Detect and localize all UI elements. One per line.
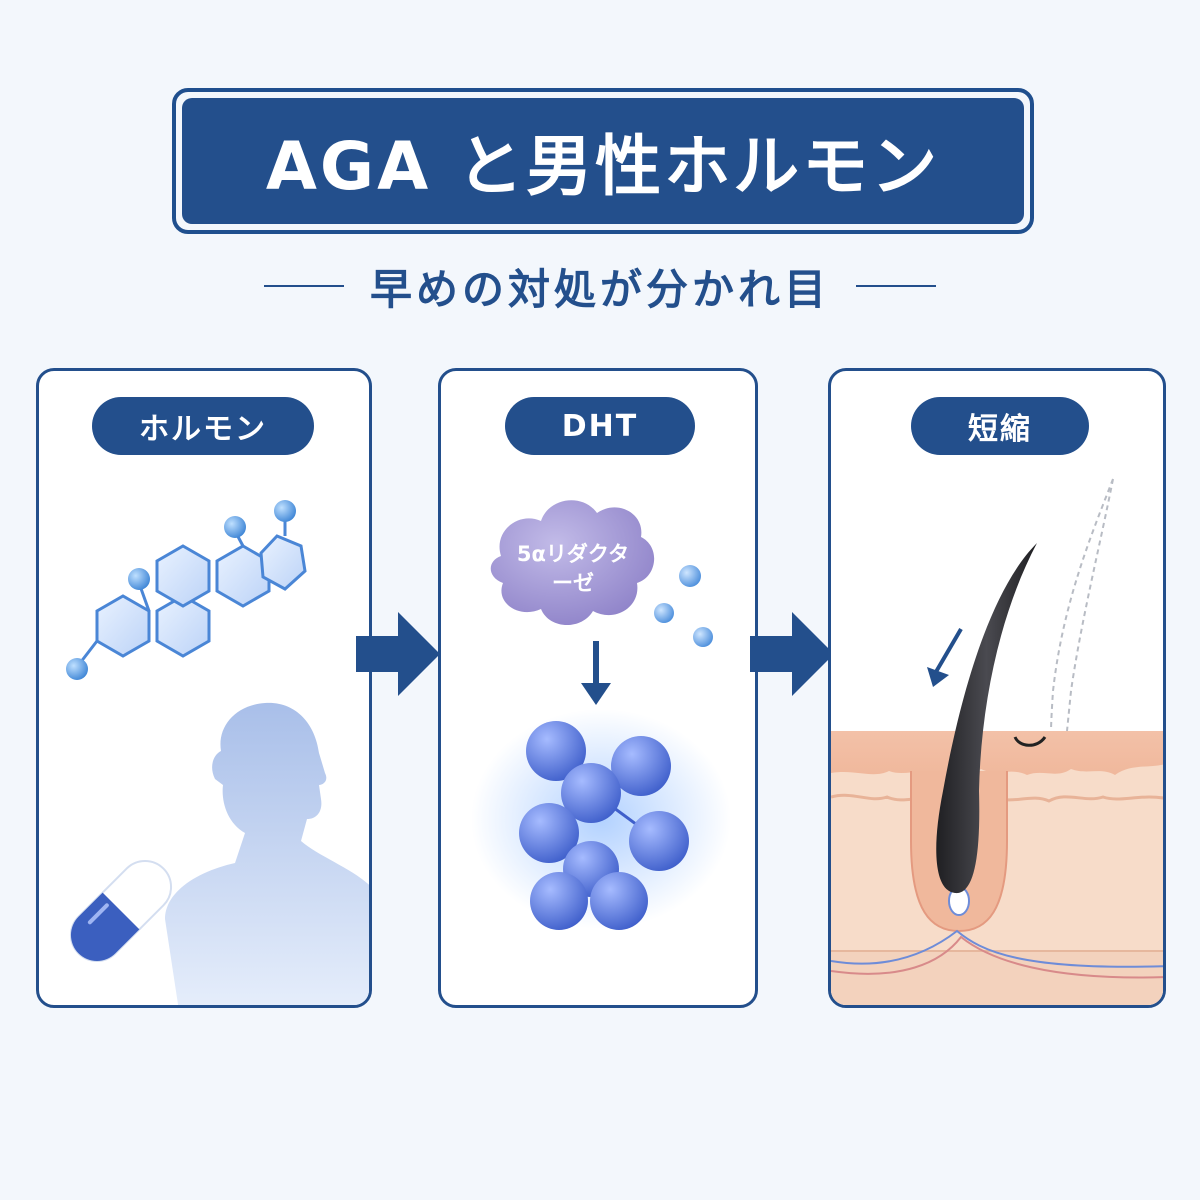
- atom-balls: [66, 500, 296, 680]
- page-title: AGA と男性ホルモン: [182, 98, 1024, 224]
- dht-illustration: 5αリダクタ ーゼ: [471, 500, 731, 930]
- hair-follicle-icon: [831, 478, 1163, 1005]
- subtitle-left-rule: [263, 285, 344, 287]
- panel-label-shrinkage: 短縮: [911, 397, 1089, 455]
- panel-label-hormone: ホルモン: [92, 397, 314, 455]
- man-silhouette-icon: [165, 702, 369, 1005]
- panel-label-dht: DHT: [505, 397, 695, 455]
- dht-cluster-icon: [519, 721, 689, 930]
- right-arrow-icon: [750, 612, 834, 696]
- subtitle-row: 早めの対処が分かれ目: [0, 256, 1200, 316]
- right-arrow-icon: [356, 612, 440, 696]
- shrinkage-illustration: [831, 478, 1163, 1005]
- subtitle-right-rule: [856, 285, 936, 287]
- panel-dht: 5αリダクタ ーゼ DHT: [438, 368, 758, 1008]
- steroid-molecule-icon: [75, 515, 307, 668]
- enzyme-cloud-icon: [490, 500, 655, 626]
- hormone-illustration: [66, 500, 369, 1005]
- enzyme-label-line1: 5αリダクタ: [517, 542, 629, 566]
- down-arrow-icon: [581, 641, 611, 705]
- panel-shrinkage: 短縮: [828, 368, 1166, 1008]
- capsule-icon: [69, 859, 173, 963]
- title-banner: AGA と男性ホルモン: [172, 88, 1034, 234]
- enzyme-label-line2: ーゼ: [552, 571, 594, 595]
- subtitle: 早めの対処が分かれ目: [369, 264, 830, 314]
- panel-hormone: ホルモン: [36, 368, 372, 1008]
